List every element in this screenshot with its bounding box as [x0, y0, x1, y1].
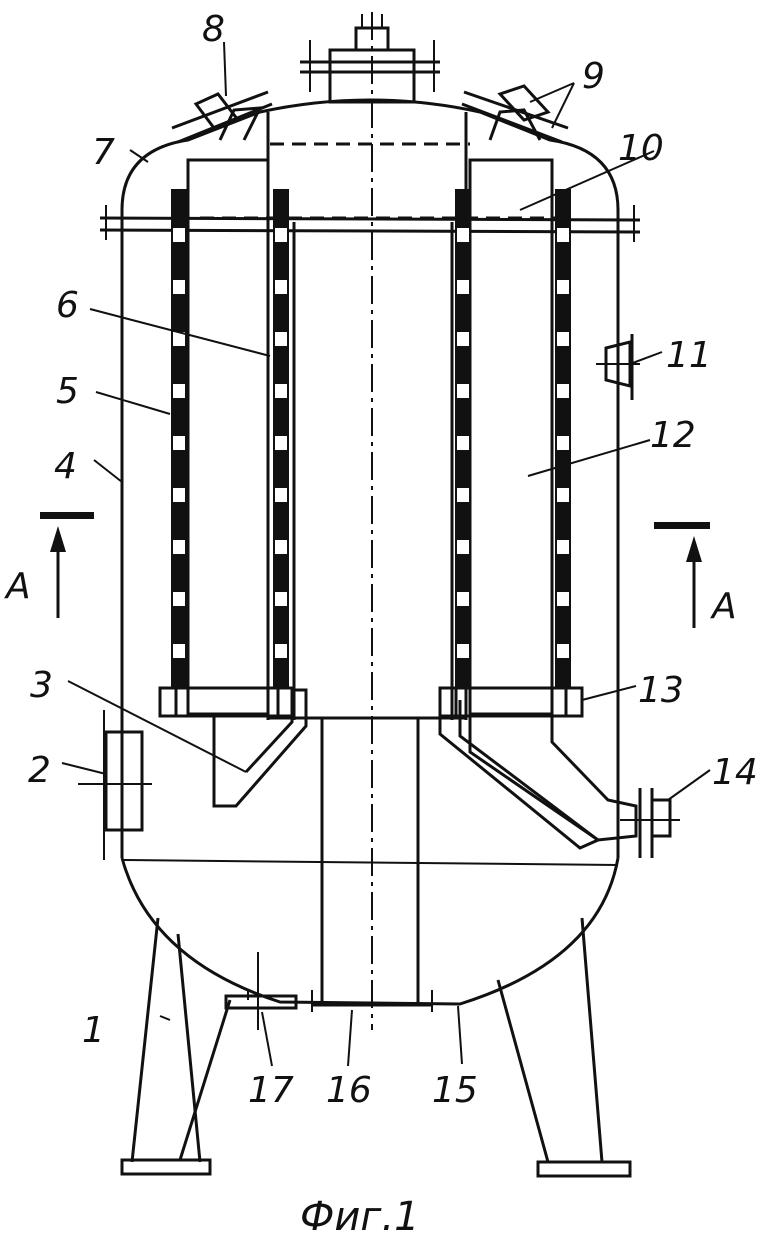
- bottom-seam: [121, 859, 619, 866]
- label-11: 11: [666, 335, 712, 376]
- wall-segment: [456, 242, 470, 280]
- wall-segment: [556, 658, 570, 688]
- wall-segment: [274, 398, 288, 436]
- label-7: 7: [92, 132, 115, 173]
- wall-segment: [172, 658, 186, 688]
- support-ring-left: [158, 686, 296, 718]
- side-nozzle-left: [78, 710, 152, 860]
- wall-segment: [456, 606, 470, 644]
- wall-segment: [456, 294, 470, 332]
- wall-segment: [456, 658, 470, 688]
- wall-segment: [172, 554, 186, 592]
- top-head: [120, 98, 620, 211]
- body-flange: [99, 205, 641, 242]
- section-marker-right: A: [654, 522, 737, 628]
- wall-segment: [274, 242, 288, 280]
- wall-segment: [274, 346, 288, 384]
- section-marker-left: A: [4, 512, 94, 618]
- wall-segment: [274, 502, 288, 540]
- wall-segment: [456, 554, 470, 592]
- label-3: 3: [30, 665, 53, 706]
- reference-labels: 1 2 3 4 5 6 7 8 9 10 11 12 13 14 15 16 1…: [28, 9, 758, 1111]
- label-15: 15: [432, 1070, 478, 1111]
- cone-guide-left: [212, 688, 308, 808]
- wall-segment: [274, 190, 288, 228]
- label-14: 14: [712, 752, 758, 793]
- label-5: 5: [56, 371, 79, 412]
- label-8: 8: [202, 9, 225, 50]
- label-12: 12: [650, 415, 696, 456]
- packed-bed-right: [468, 158, 638, 842]
- bottom-head: [120, 857, 620, 1006]
- wall-segment: [456, 190, 470, 228]
- figure-caption: Фиг.1: [300, 1194, 420, 1240]
- label-6: 6: [56, 285, 79, 326]
- leader-lines: [61, 41, 711, 1067]
- discharge-flange: [620, 788, 680, 858]
- label-1: 1: [82, 1010, 105, 1051]
- wall-segment: [556, 502, 570, 540]
- wall-segment: [456, 450, 470, 488]
- cone-guide-right: [438, 690, 601, 850]
- section-letter-left: A: [4, 566, 31, 607]
- wall-segment: [172, 190, 186, 228]
- label-2: 2: [28, 750, 51, 791]
- bottom-drain: [224, 952, 298, 1030]
- wall-segment: [556, 450, 570, 488]
- top-hatch-right: [461, 84, 569, 144]
- wall-segment: [172, 502, 186, 540]
- wall-segment: [456, 502, 470, 540]
- wall-segment: [274, 554, 288, 592]
- wall-segment: [172, 294, 186, 332]
- wall-segment: [556, 346, 570, 384]
- wall-segment: [456, 398, 470, 436]
- vessel-shell: [120, 208, 620, 858]
- label-10: 10: [618, 128, 664, 169]
- wall-segment: [556, 606, 570, 644]
- perforated-wall-inner-left: [273, 189, 289, 689]
- support-legs: [120, 917, 632, 1178]
- wall-segment: [274, 658, 288, 688]
- wall-segment: [172, 606, 186, 644]
- wall-segment: [556, 294, 570, 332]
- wall-segment: [556, 554, 570, 592]
- label-9: 9: [582, 56, 605, 97]
- top-nozzle: [300, 14, 440, 104]
- packed-bed-left: [186, 158, 270, 716]
- top-hatch-left: [171, 90, 273, 144]
- label-16: 16: [326, 1070, 372, 1111]
- wall-segment: [172, 398, 186, 436]
- wall-segment: [172, 346, 186, 384]
- wall-segment: [172, 242, 186, 280]
- perforated-wall-outer-left: [171, 189, 187, 689]
- wall-segment: [274, 450, 288, 488]
- label-13: 13: [638, 670, 684, 711]
- wall-segment: [172, 450, 186, 488]
- perforated-wall-outer-right: [555, 189, 571, 689]
- label-17: 17: [248, 1070, 294, 1111]
- wall-segment: [274, 606, 288, 644]
- wall-segment: [274, 294, 288, 332]
- wall-segment: [556, 398, 570, 436]
- label-4: 4: [54, 446, 77, 487]
- section-letter-right: A: [710, 586, 737, 627]
- perforated-wall-inner-right: [455, 189, 471, 689]
- wall-segment: [556, 242, 570, 280]
- wall-segment: [556, 190, 570, 228]
- wall-segment: [456, 346, 470, 384]
- central-pipe: [266, 112, 468, 1012]
